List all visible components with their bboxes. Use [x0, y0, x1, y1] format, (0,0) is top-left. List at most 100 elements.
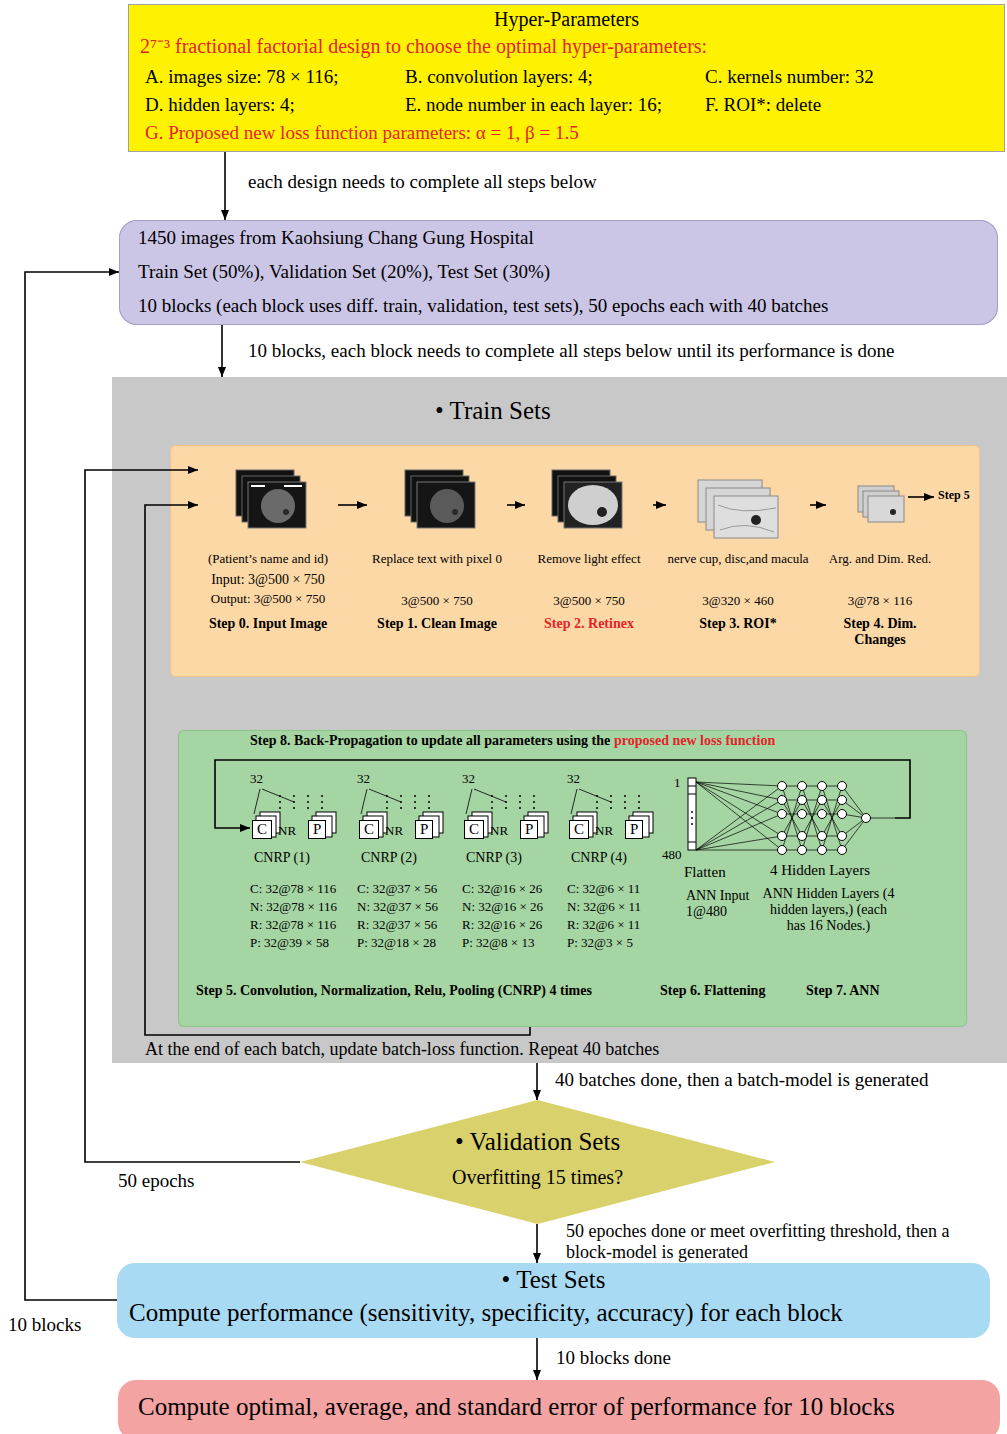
node-text: P: 32@39 × 58: [250, 936, 329, 951]
node-text: 32: [357, 772, 370, 787]
flow-connector: [536, 1224, 538, 1263]
connector-label: 40 batches done, then a batch-model is g…: [555, 1069, 929, 1091]
node-text: 32: [462, 772, 475, 787]
art-part: [597, 507, 607, 517]
node-text: N: 32@37 × 56: [357, 900, 438, 915]
node-text: C: [252, 820, 272, 839]
art-part: [284, 485, 302, 487]
node-text: Step 5. Convolution, Normalization, Relu…: [196, 983, 592, 999]
connector-label: each design needs to complete all steps …: [248, 171, 597, 193]
node-text: C: [359, 820, 379, 839]
node-text: Step 5: [938, 489, 970, 503]
node-text: NR: [385, 824, 403, 839]
node-text: NR: [490, 824, 508, 839]
cnrp-block: 32CNRPCNRP (1)C: 32@78 × 116N: 32@78 × 1…: [250, 772, 350, 958]
node-text: • Train Sets: [435, 397, 551, 426]
art-part: [452, 509, 458, 515]
art-part: [688, 842, 696, 843]
node-text: P: [308, 820, 326, 839]
flow-connector: [338, 504, 367, 506]
node-text: E. node number in each layer: 16;: [405, 94, 662, 116]
node-text: Remove light effect: [525, 552, 653, 567]
node-text: R: 32@78 × 116: [250, 918, 336, 933]
node-text: Output: 3@500 × 750: [198, 592, 338, 607]
cnrp-block: 32CNRPCNRP (2)C: 32@37 × 56N: 32@37 × 56…: [357, 772, 457, 958]
flow-connector: [25, 272, 119, 1300]
flow-connector: [536, 1338, 538, 1380]
node-text: Train Set (50%), Validation Set (20%), T…: [138, 261, 550, 283]
art-part: [251, 485, 265, 487]
fundus-reduced: [858, 486, 904, 522]
node-text: Step 0. Input Image: [198, 616, 338, 632]
node-text: • Validation Sets: [300, 1128, 775, 1157]
node-text: proposed new loss function: [614, 733, 775, 749]
cnrp-block: 32CNRPCNRP (4)C: 32@6 × 11N: 32@6 × 11R:…: [567, 772, 667, 958]
connector-label: 10 blocks, each block needs to complete …: [248, 340, 894, 362]
art-part: [798, 846, 807, 855]
node-text: C: 32@37 × 56: [357, 882, 437, 897]
fundus-photo-retinex: [552, 470, 622, 528]
art-part: [778, 846, 787, 855]
dataset-box: 1450 images from Kaohsiung Chang Gung Ho…: [119, 220, 998, 325]
node-text: CNRP (2): [361, 850, 417, 866]
art-part: [688, 778, 696, 850]
diamond-shape: [300, 1100, 775, 1224]
art-part: [818, 810, 827, 819]
node-text: R: 32@6 × 11: [567, 918, 640, 933]
node-text: G. Proposed new loss function parameters…: [145, 122, 579, 144]
node-text: C: 32@78 × 116: [250, 882, 336, 897]
node-text: C: 32@16 × 26: [462, 882, 542, 897]
node-text: At the end of each batch, update batch-l…: [145, 1039, 659, 1060]
node-text: C: 32@6 × 11: [567, 882, 640, 897]
node-text: N: 32@78 × 116: [250, 900, 337, 915]
node-text: 1: [674, 776, 681, 791]
node-text: F. ROI*: delete: [705, 94, 821, 116]
art-part: [568, 485, 618, 525]
flow-connector: [224, 152, 226, 220]
node-text: Compute optimal, average, and standard e…: [138, 1393, 895, 1422]
art-part: [691, 811, 693, 813]
node-text: Compute performance (sensitivity, specif…: [129, 1299, 843, 1328]
node-text: Replace text with pixel 0: [367, 552, 507, 567]
node-text: 3@78 × 116: [826, 594, 934, 609]
art-part: [564, 482, 622, 528]
node-text: P: 32@18 × 28: [357, 936, 436, 951]
node-text: nerve cup, disc,and macula: [666, 552, 810, 567]
art-part: [691, 823, 693, 825]
node-text: 4 Hidden Layers: [770, 862, 870, 879]
hyperparameter-box: Hyper-Parameters2⁷⁻³ fractional factoria…: [128, 4, 1005, 152]
node-text: ANN Input 1@480: [686, 888, 756, 920]
art-part: [838, 810, 847, 819]
art-part: [798, 796, 807, 805]
art-part: [778, 782, 787, 791]
art-part: [430, 489, 464, 523]
fundus-roi: [698, 480, 778, 538]
fundus-photo-input: [236, 470, 306, 528]
node-text: P: 32@8 × 13: [462, 936, 534, 951]
art-part: [890, 509, 896, 515]
node-text: N: 32@6 × 11: [567, 900, 641, 915]
node-text: 1450 images from Kaohsiung Chang Gung Ho…: [138, 227, 534, 249]
node-text: Overfitting 15 times?: [300, 1166, 775, 1189]
node-text: NR: [278, 824, 296, 839]
node-text: 3@500 × 750: [367, 594, 507, 609]
node-text: C: [569, 820, 589, 839]
connector-label: 10 blocks done: [556, 1347, 671, 1369]
node-text: 32: [567, 772, 580, 787]
node-text: Step 1. Clean Image: [367, 616, 507, 632]
art-part: [798, 810, 807, 819]
node-text: CNRP (1): [254, 850, 310, 866]
art-part: [248, 482, 306, 528]
node-text: D. hidden layers: 4;: [145, 94, 295, 116]
node-text: ANN Hidden Layers (4 hidden layers,) (ea…: [762, 886, 895, 934]
art-part: [261, 489, 295, 523]
art-part: [798, 832, 807, 841]
art-part: [818, 796, 827, 805]
art-part: [688, 786, 696, 787]
art-part: [838, 846, 847, 855]
art-part: [818, 832, 827, 841]
art-part: [283, 509, 289, 515]
art-part: [691, 817, 693, 819]
summary-box: Compute optimal, average, and standard e…: [118, 1380, 1000, 1434]
flow-connector: [507, 504, 525, 506]
